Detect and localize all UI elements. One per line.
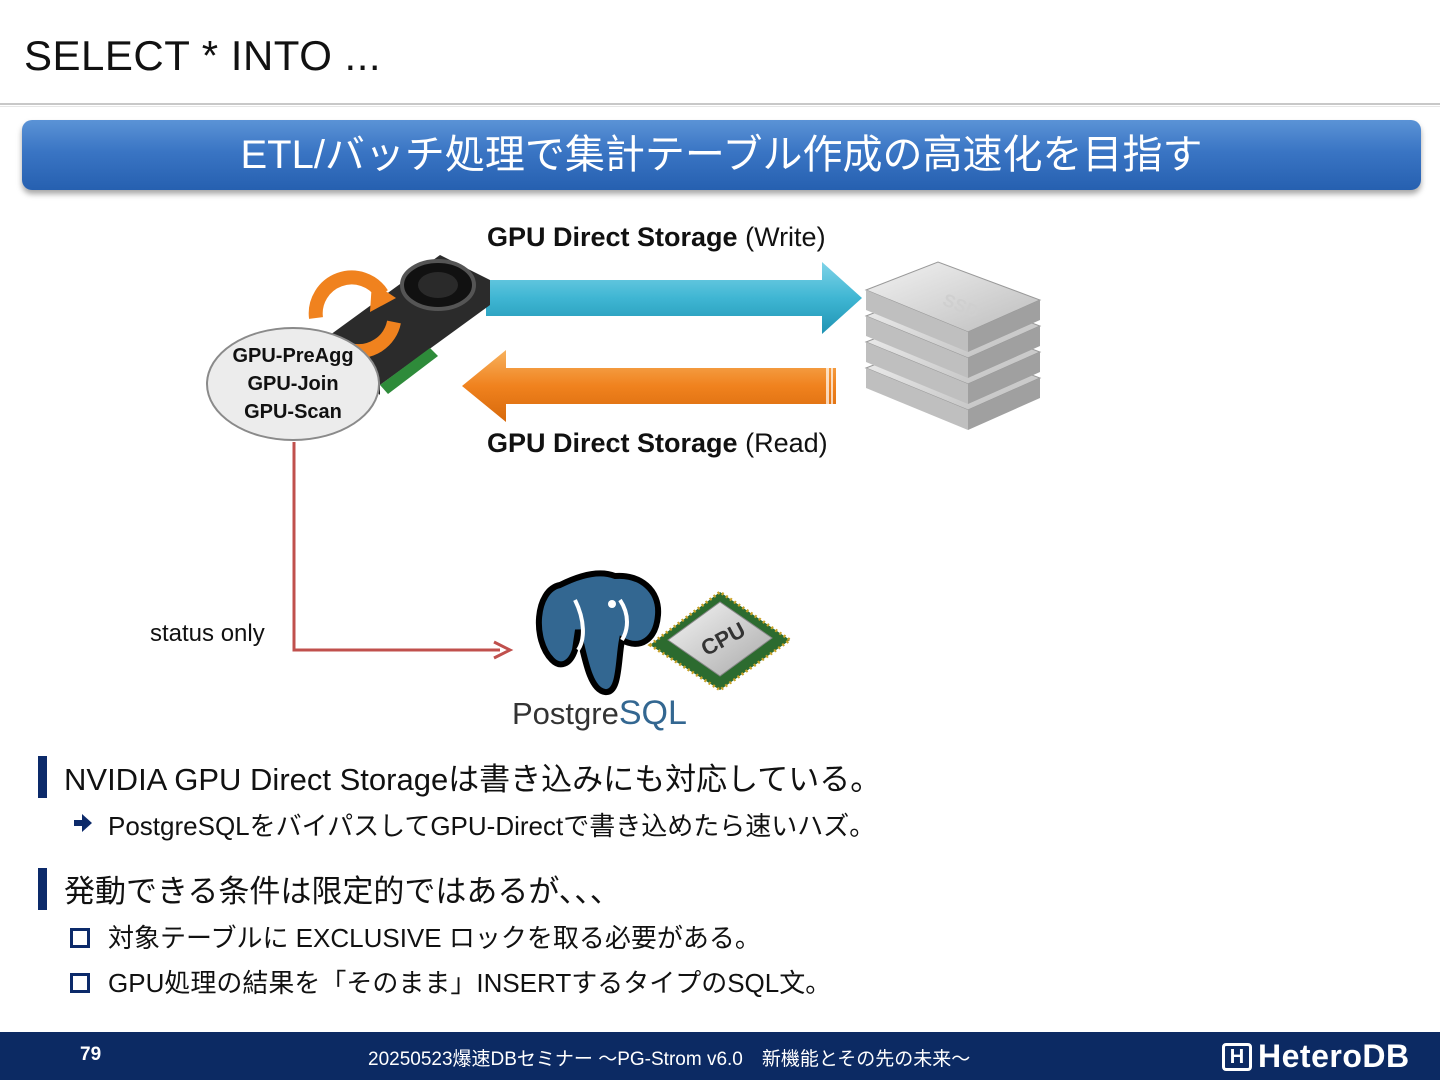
bullet-2-text: 発動できる条件は限定的ではあるが、、、 [64, 874, 621, 909]
square-bullet-icon [70, 928, 90, 948]
slide-title: SELECT * INTO ... [24, 32, 382, 79]
bullet-2-sub-1-text: 対象テーブルに EXCLUSIVE ロックを取る必要がある。 [108, 923, 761, 953]
write-arrow-label: GPU Direct Storage (Write) [487, 222, 826, 252]
square-bullet-icon [70, 973, 90, 993]
title-divider [0, 103, 1440, 105]
title-divider-shadow [0, 106, 1440, 107]
write-arrow [486, 262, 862, 334]
ssd-stack-icon: SSD [864, 261, 1042, 430]
heterodb-logo: H HeteroDB [1222, 1038, 1410, 1075]
status-connector [292, 442, 514, 660]
bullet-marker [38, 868, 47, 910]
read-arrow [462, 350, 836, 422]
footer-caption: 20250523爆速DBセミナー ～PG-Strom v6.0 新機能とその先の… [368, 1049, 971, 1070]
postgresql-elephant-icon [535, 570, 662, 695]
footer-bar: 79 20250523爆速DBセミナー ～PG-Strom v6.0 新機能とそ… [0, 1032, 1440, 1080]
postgresql-logo-text: PostgreSQL [512, 694, 687, 732]
bullet-marker [38, 756, 47, 798]
arrow-icon [74, 814, 92, 832]
gpu-functions-ellipse: GPU-PreAgg GPU-Join GPU-Scan [206, 327, 380, 441]
gpu-function-item: GPU-Join [247, 373, 339, 395]
bullet-1-text: NVIDIA GPU Direct Storageは書き込みにも対応している。 [64, 762, 882, 797]
gpu-function-item: GPU-Scan [244, 401, 342, 423]
bullet-2-sub-2-text: GPU処理の結果を「そのまま」INSERTするタイプのSQL文。 [108, 968, 832, 998]
gpu-function-item: GPU-PreAgg [232, 345, 354, 367]
cpu-chip-icon: CPU [647, 590, 793, 692]
heterodb-logo-text: HeteroDB [1258, 1038, 1410, 1074]
diagram-graphics: SSD CPU PostgreSQL [292, 255, 1042, 732]
page-number: 79 [80, 1044, 102, 1065]
headline-banner: ETL/バッチ処理で集計テーブル作成の高速化を目指す [22, 120, 1421, 190]
read-arrow-label: GPU Direct Storage (Read) [487, 428, 828, 458]
heterodb-logo-mark: H [1222, 1042, 1252, 1071]
status-only-label: status only [150, 620, 265, 647]
bullet-1-sub-1-text: PostgreSQLをバイパスしてGPU-Directで書き込めたら速いハズ。 [108, 811, 876, 841]
